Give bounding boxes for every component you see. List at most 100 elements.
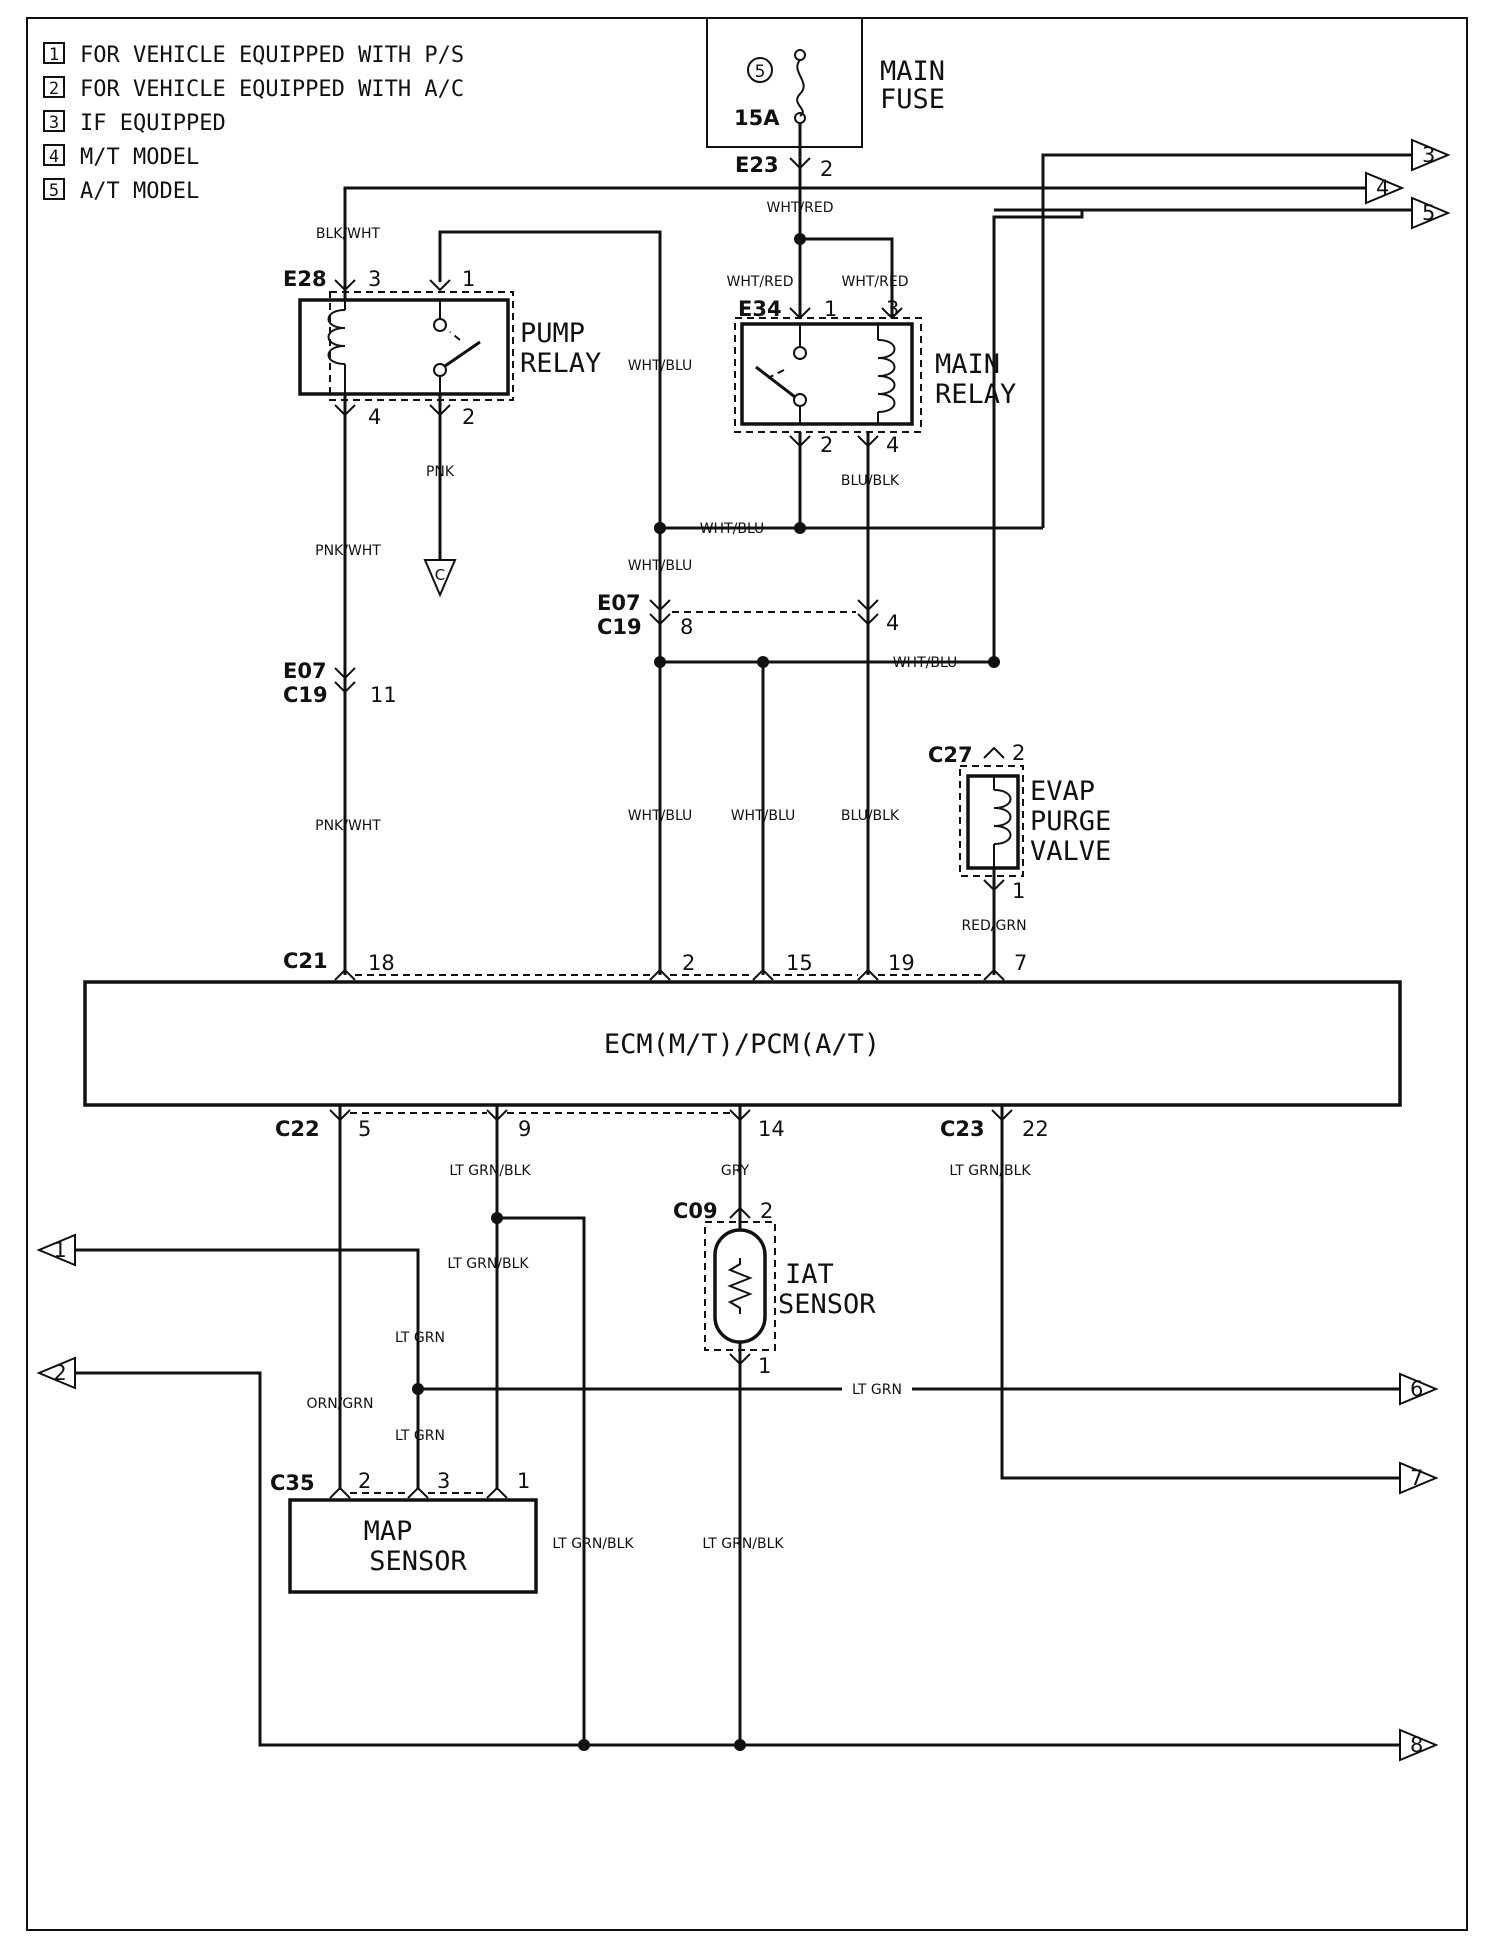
ref-arrow-6: 6 — [1399, 1372, 1439, 1406]
svg-text:7: 7 — [1410, 1466, 1423, 1490]
svg-text:BLK/WHT: BLK/WHT — [316, 226, 381, 242]
svg-text:MAP: MAP — [364, 1516, 413, 1547]
svg-text:RED/GRN: RED/GRN — [961, 918, 1026, 934]
svg-text:5: 5 — [755, 62, 766, 82]
svg-text:E07: E07 — [597, 591, 641, 615]
svg-text:EVAP: EVAP — [1030, 776, 1095, 807]
main-fuse: 5 15A MAIN FUSE — [706, 18, 945, 148]
pump-relay: BLK/WHT E28 3 1 PUMP RELAY WHT/BLU 4 2 — [283, 186, 1372, 975]
svg-text:BLU/BLK: BLU/BLK — [841, 473, 900, 489]
svg-text:19: 19 — [888, 951, 915, 975]
page-border — [26, 17, 1468, 1931]
svg-text:MAIN: MAIN — [935, 349, 1000, 380]
note-1: 1 FOR VEHICLE EQUIPPED WITH P/S — [43, 42, 464, 68]
svg-text:2: 2 — [760, 1199, 773, 1223]
svg-text:GRY: GRY — [721, 1163, 750, 1179]
svg-text:1: 1 — [1012, 879, 1025, 903]
iat-sensor: C09 2 IAT SENSOR 1 — [673, 1199, 876, 1378]
svg-text:6: 6 — [1410, 1377, 1423, 1401]
note-3: 3 IF EQUIPPED — [43, 110, 226, 136]
svg-text:5: 5 — [1422, 201, 1435, 225]
svg-text:LT GRN/BLK: LT GRN/BLK — [702, 1536, 784, 1552]
svg-text:LT GRN/BLK: LT GRN/BLK — [552, 1536, 634, 1552]
note-2: 2 FOR VEHICLE EQUIPPED WITH A/C — [43, 76, 464, 102]
svg-text:LT GRN: LT GRN — [395, 1330, 445, 1346]
ref-arrow-8: 8 — [1399, 1728, 1439, 1762]
svg-text:PNK: PNK — [426, 464, 455, 480]
svg-text:RELAY: RELAY — [935, 379, 1016, 410]
svg-text:3: 3 — [437, 1469, 450, 1493]
svg-text:RELAY: RELAY — [520, 348, 601, 379]
note-5: 5 A/T MODEL — [43, 178, 199, 204]
svg-text:LT GRN/BLK: LT GRN/BLK — [949, 1163, 1031, 1179]
svg-text:18: 18 — [368, 951, 395, 975]
svg-text:3: 3 — [368, 267, 381, 291]
ref-arrow-4: 4 — [1365, 171, 1405, 205]
svg-text:IF EQUIPPED: IF EQUIPPED — [80, 111, 226, 136]
svg-text:C35: C35 — [270, 1471, 315, 1495]
svg-text:4: 4 — [368, 405, 381, 429]
svg-text:15A: 15A — [734, 106, 780, 130]
svg-text:C21: C21 — [283, 949, 328, 973]
svg-text:LT GRN: LT GRN — [852, 1382, 902, 1398]
svg-text:1: 1 — [517, 1469, 530, 1493]
svg-text:2: 2 — [1012, 741, 1025, 765]
svg-text:WHT/BLU: WHT/BLU — [628, 358, 693, 374]
svg-text:WHT/RED: WHT/RED — [767, 200, 834, 216]
svg-text:M/T MODEL: M/T MODEL — [80, 145, 199, 170]
svg-text:4: 4 — [1376, 176, 1389, 200]
svg-text:MAIN: MAIN — [880, 56, 945, 87]
svg-text:C: C — [435, 566, 445, 584]
main-relay: WHT/RED WHT/RED E34 1 3 MAIN RELAY 2 4 — [727, 237, 1016, 457]
svg-text:14: 14 — [758, 1117, 785, 1141]
svg-text:8: 8 — [680, 615, 693, 639]
svg-text:4: 4 — [49, 147, 59, 167]
svg-text:8: 8 — [1410, 1733, 1423, 1757]
svg-text:C27: C27 — [928, 743, 973, 767]
svg-text:5: 5 — [49, 181, 59, 201]
svg-text:WHT/BLU: WHT/BLU — [893, 655, 958, 671]
svg-text:3: 3 — [49, 113, 59, 133]
svg-text:BLU/BLK: BLU/BLK — [841, 808, 900, 824]
svg-text:E23: E23 — [735, 153, 779, 177]
svg-text:C19: C19 — [283, 683, 328, 707]
svg-text:FUSE: FUSE — [880, 84, 945, 115]
svg-text:ORN/GRN: ORN/GRN — [307, 1396, 374, 1412]
svg-text:WHT/BLU: WHT/BLU — [731, 808, 796, 824]
ref-arrow-3: 3 — [1043, 138, 1451, 172]
svg-text:PNK/WHT: PNK/WHT — [315, 818, 381, 834]
svg-text:VALVE: VALVE — [1030, 836, 1111, 867]
svg-text:1: 1 — [49, 45, 59, 65]
ref-arrow-5: 5 — [1411, 196, 1451, 230]
svg-text:22: 22 — [1022, 1117, 1049, 1141]
svg-text:C19: C19 — [597, 615, 642, 639]
svg-text:1: 1 — [462, 267, 475, 291]
map-sensor: C35 2 3 1 MAP SENSOR — [270, 1469, 538, 1594]
svg-text:PUMP: PUMP — [520, 318, 585, 349]
ref-arrow-7: 7 — [1399, 1461, 1439, 1495]
ecm-pcm-module: C21 18 2 15 19 7 ECM(M/T)/PCM(A/T) C22 5… — [83, 949, 1402, 1141]
svg-text:WHT/BLU: WHT/BLU — [628, 808, 693, 824]
svg-text:2: 2 — [820, 157, 833, 181]
svg-text:2: 2 — [462, 405, 475, 429]
svg-text:15: 15 — [786, 951, 813, 975]
svg-text:WHT/RED: WHT/RED — [727, 274, 794, 290]
svg-text:FOR VEHICLE EQUIPPED WITH P/S: FOR VEHICLE EQUIPPED WITH P/S — [80, 43, 464, 68]
notes-legend: 1 FOR VEHICLE EQUIPPED WITH P/S 2 FOR VE… — [43, 42, 464, 204]
svg-text:11: 11 — [370, 683, 397, 707]
ecm-label: ECM(M/T)/PCM(A/T) — [604, 1029, 880, 1060]
svg-text:C09: C09 — [673, 1199, 718, 1223]
svg-text:2: 2 — [53, 1361, 66, 1385]
svg-text:E28: E28 — [283, 267, 327, 291]
ref-arrow-1: 1 — [36, 1233, 76, 1267]
ref-arrow-2: 2 — [36, 1356, 76, 1390]
svg-text:FOR VEHICLE EQUIPPED WITH A/C: FOR VEHICLE EQUIPPED WITH A/C — [80, 77, 464, 102]
svg-text:LT GRN/BLK: LT GRN/BLK — [447, 1256, 529, 1272]
svg-text:WHT/RED: WHT/RED — [842, 274, 909, 290]
svg-text:SENSOR: SENSOR — [778, 1289, 876, 1320]
svg-text:LT GRN/BLK: LT GRN/BLK — [449, 1163, 531, 1179]
svg-text:4: 4 — [886, 611, 899, 635]
svg-text:1: 1 — [53, 1238, 66, 1262]
svg-text:A/T MODEL: A/T MODEL — [80, 179, 199, 204]
